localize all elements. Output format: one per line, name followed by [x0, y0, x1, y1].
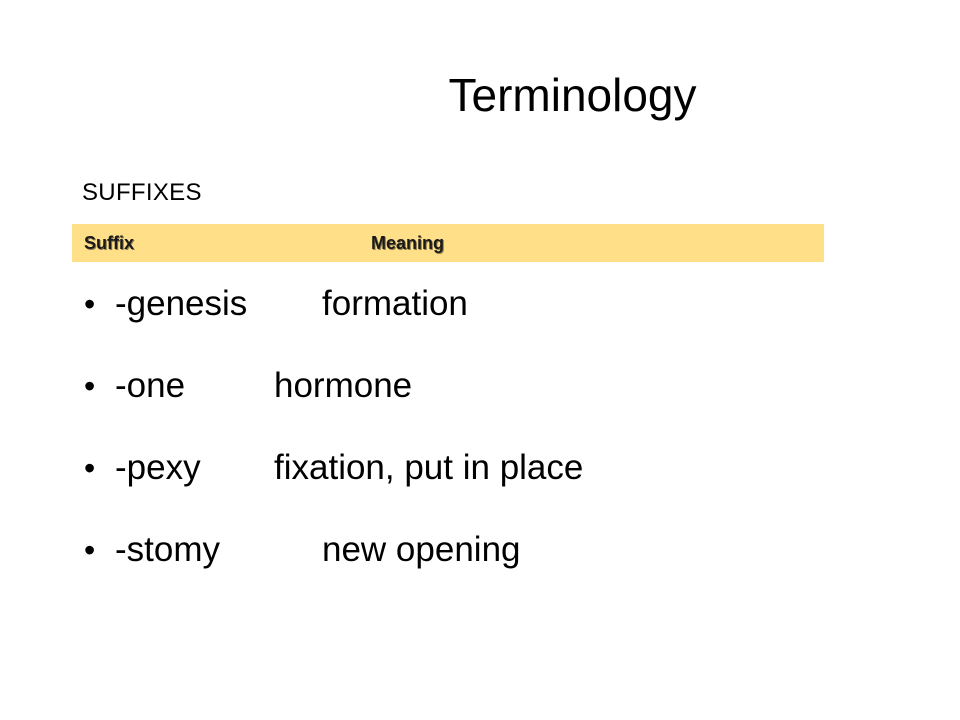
table-header-bar: Suffix Meaning: [72, 224, 824, 262]
term-meaning: hormone: [274, 366, 413, 405]
bullet-icon: •: [84, 532, 96, 568]
term-meaning: formation: [322, 284, 468, 323]
term-suffix: -genesis: [115, 284, 248, 323]
bullet-icon: •: [84, 368, 96, 404]
slide-title: Terminology: [448, 69, 697, 121]
term-meaning: new opening: [322, 530, 521, 569]
term-meaning: fixation, put in place: [274, 448, 584, 487]
term-suffix: -pexy: [115, 448, 201, 487]
term-suffix: -stomy: [115, 530, 220, 569]
header-suffix-label: Suffix: [84, 233, 135, 253]
header-meaning-label: Meaning: [371, 233, 445, 253]
bullet-icon: •: [84, 450, 96, 486]
term-suffix: -one: [115, 366, 186, 405]
bullet-icon: •: [84, 286, 96, 322]
section-label: SUFFIXES: [82, 179, 202, 206]
